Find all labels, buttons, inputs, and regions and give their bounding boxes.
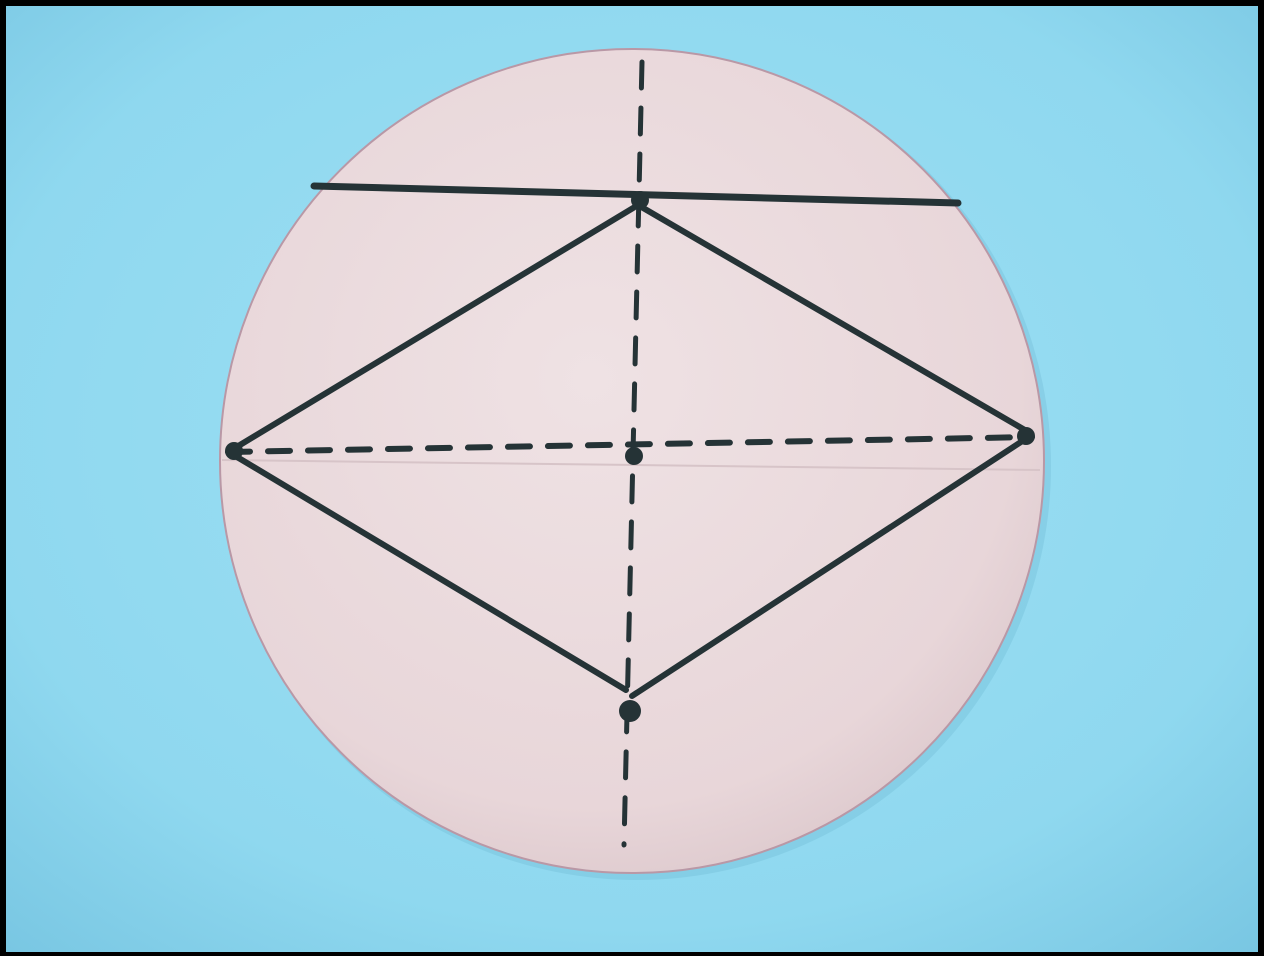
left-vertex-dot — [225, 442, 243, 460]
top-vertex-dot — [631, 191, 649, 209]
center-dot — [625, 447, 643, 465]
bottom-vertex-dot — [619, 700, 641, 722]
right-vertex-dot — [1017, 427, 1035, 445]
